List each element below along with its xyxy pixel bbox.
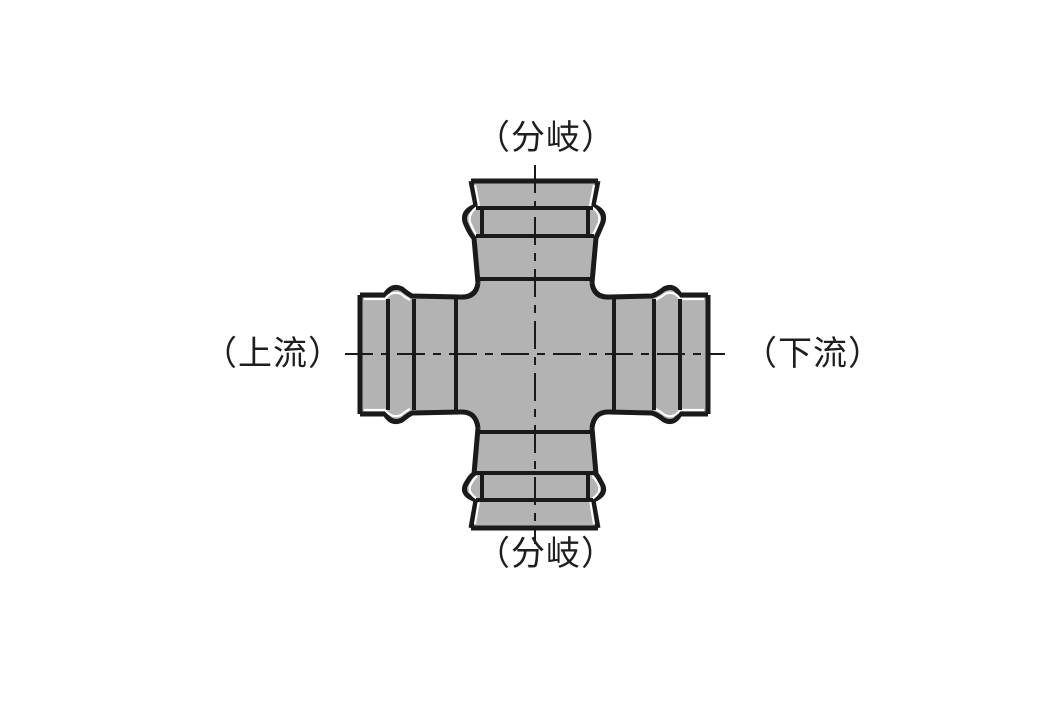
branch-label-top: （分岐） [476, 118, 616, 158]
branch-label-bottom: （分岐） [476, 534, 616, 574]
downstream-label: （下流） [743, 334, 883, 374]
upstream-label: （上流） [203, 334, 343, 374]
cross-body [459, 282, 611, 429]
center-axis-lines [345, 165, 725, 544]
